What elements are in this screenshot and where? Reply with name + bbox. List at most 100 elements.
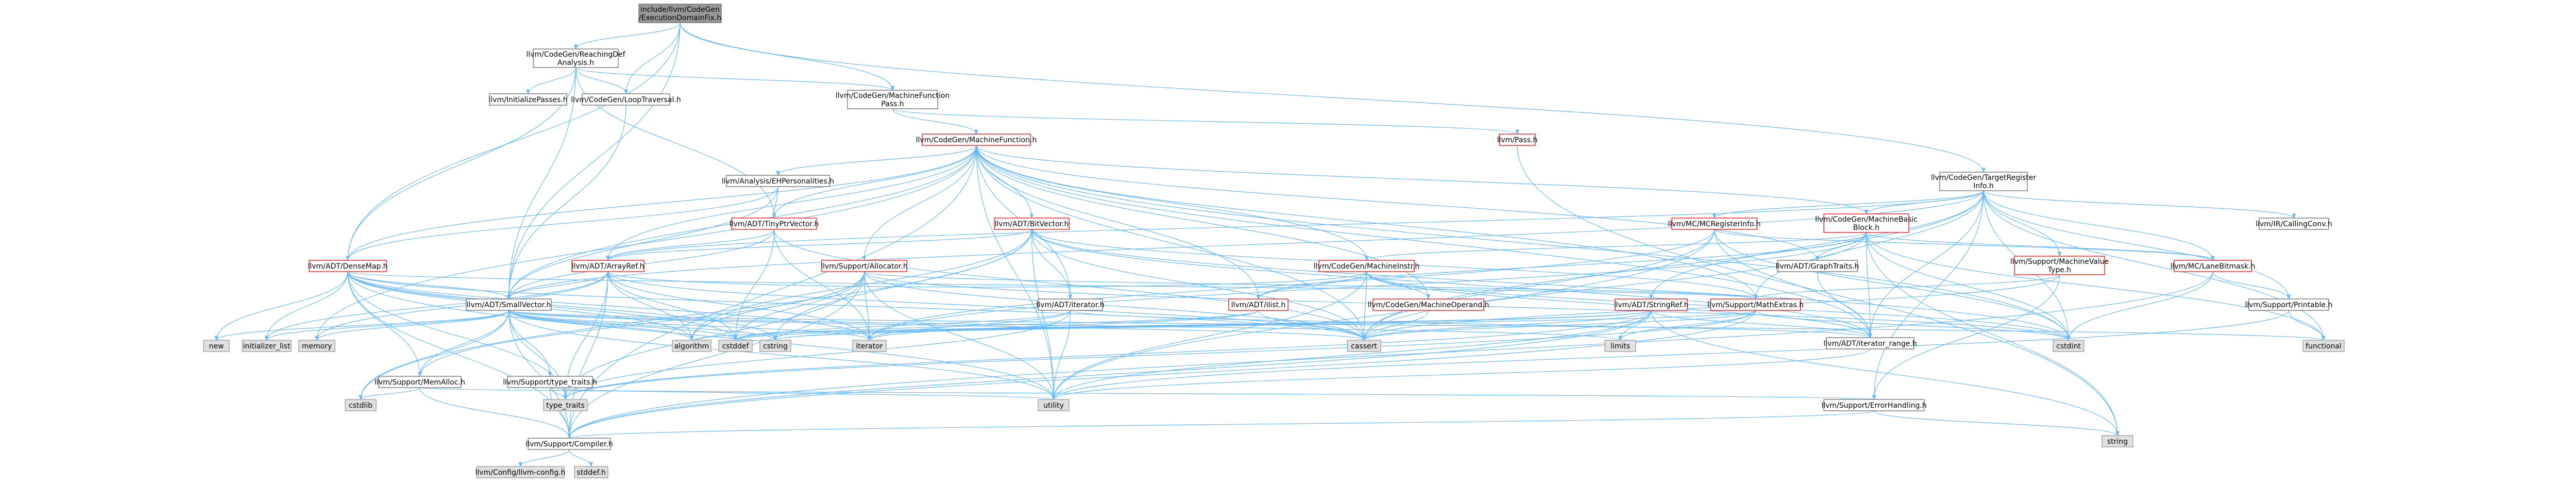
node-typetraits: type_traits xyxy=(543,399,588,411)
node-adtiterator[interactable]: llvm/ADT/iterator.h xyxy=(1036,298,1105,311)
edge-mf-to-allocator xyxy=(862,145,977,261)
node-bitvector[interactable]: llvm/ADT/BitVector.h xyxy=(994,218,1070,230)
edge-minstr-to-ilist xyxy=(1256,271,1367,299)
edge-stringref-to-typetraits xyxy=(563,310,1652,400)
node-typetraits_h[interactable]: llvm/Support/type_traits.h xyxy=(503,376,597,388)
node-minstr[interactable]: llvm/CodeGen/MachineInstr.h xyxy=(1314,260,1420,272)
node-cassert: cassert xyxy=(1347,340,1381,352)
node-printable[interactable]: llvm/Support/Printable.h xyxy=(2245,298,2333,311)
node-root[interactable]: include/llvm/CodeGen/ExecutionDomainFix.… xyxy=(638,4,722,23)
edge-allocator-to-utility xyxy=(863,271,1056,400)
edge-tri-to-mathextras xyxy=(1753,190,1984,299)
edge-root-to-tri xyxy=(680,22,1986,173)
edge-stringref-to-cassert xyxy=(1362,310,1652,341)
node-box xyxy=(533,48,619,68)
edge-bitvector-to-iterrange xyxy=(1031,229,1872,338)
node-box xyxy=(1372,298,1484,311)
node-callconv[interactable]: llvm/IR/CallingConv.h xyxy=(2256,218,2332,230)
edge-iterrange-to-utility xyxy=(1052,348,1871,400)
edge-mf-to-densemap xyxy=(346,145,977,261)
edge-bitvector-to-cstdint xyxy=(1031,229,2071,341)
node-compiler[interactable]: llvm/Support/Compiler.h xyxy=(526,438,613,450)
edge-densemap-to-mathextras xyxy=(347,271,1757,299)
node-graphtraits[interactable]: llvm/ADT/GraphTraits.h xyxy=(1776,260,1859,272)
node-stringref[interactable]: llvm/ADT/StringRef.h xyxy=(1614,298,1689,311)
edge-allocator-to-mathextras xyxy=(863,271,1757,299)
node-initpasses[interactable]: llvm/InitializePasses.h xyxy=(488,93,568,106)
node-moperand[interactable]: llvm/CodeGen/MachineOperand.h xyxy=(1368,298,1489,311)
node-box xyxy=(922,134,1031,146)
node-label: cassert xyxy=(1351,342,1377,351)
node-box xyxy=(543,399,588,411)
edge-densemap-to-new xyxy=(214,271,348,341)
edge-printable-to-utility xyxy=(1052,310,2290,400)
edge-stringref-to-cstring xyxy=(773,310,1652,341)
node-mf[interactable]: llvm/CodeGen/MachineFunction.h xyxy=(916,134,1037,146)
node-label: memory xyxy=(302,342,332,351)
node-label: cstdint xyxy=(2056,342,2081,351)
edge-mf-to-minstr xyxy=(976,145,1369,261)
node-label: llvm/ADT/SmallVector.h xyxy=(467,301,551,309)
node-box xyxy=(1939,172,2028,191)
node-errorhandling[interactable]: llvm/Support/ErrorHandling.h xyxy=(1821,399,1927,411)
node-densemap[interactable]: llvm/ADT/DenseMap.h xyxy=(308,260,388,272)
edge-smallvector-to-new xyxy=(214,310,510,341)
node-label: llvm/Support/MathExtras.h xyxy=(1707,301,1804,309)
node-arrayref[interactable]: llvm/ADT/ArrayRef.h xyxy=(571,260,645,272)
node-ilist[interactable]: llvm/ADT/ilist.h xyxy=(1228,298,1289,311)
edge-mf-to-cassert xyxy=(976,145,1366,341)
node-box xyxy=(574,466,608,478)
node-box xyxy=(1826,337,1914,349)
edge-mcreg-to-lanebitmask xyxy=(1714,229,2215,261)
node-mcreg[interactable]: llvm/MC/MCRegisterInfo.h xyxy=(1668,218,1761,230)
node-box xyxy=(1499,134,1536,146)
node-lanebitmask[interactable]: llvm/MC/LaneBitmask.h xyxy=(2171,260,2256,272)
node-allocator[interactable]: llvm/Support/Allocator.h xyxy=(821,260,908,272)
edge-mf-to-iterrange xyxy=(976,145,1872,338)
edge-looptraversal-to-smallvector xyxy=(506,105,626,299)
edge-densemap-to-initlist xyxy=(264,271,348,341)
node-box xyxy=(2014,256,2105,275)
node-looptraversal[interactable]: llvm/CodeGen/LoopTraversal.h xyxy=(571,93,681,106)
node-cstdint: cstdint xyxy=(2053,340,2084,352)
node-mathextras[interactable]: llvm/Support/MathExtras.h xyxy=(1707,298,1804,311)
node-label: llvm/CodeGen/MachineFunction.h xyxy=(916,136,1037,144)
edge-minstr-to-utility xyxy=(1052,271,1367,400)
edge-reachingdef-to-smallvector xyxy=(506,67,577,299)
node-box xyxy=(1604,340,1636,352)
node-tinyptr[interactable]: llvm/ADT/TinyPtrVector.h xyxy=(730,218,819,230)
edge-bitvector-to-cstring xyxy=(773,229,1032,341)
edge-compiler-to-llvmconfig xyxy=(518,449,570,467)
edge-stringref-to-utility xyxy=(1052,310,1652,400)
node-utility: utility xyxy=(1038,399,1070,411)
node-label: functional xyxy=(2306,342,2342,351)
edge-tinyptr-to-arrayref xyxy=(606,229,775,261)
edge-tri-to-stringref xyxy=(1649,190,1984,299)
node-string: string xyxy=(2102,435,2133,447)
node-iterrange[interactable]: llvm/ADT/iterator_range.h xyxy=(1823,337,1917,349)
node-memalloc[interactable]: llvm/Support/MemAlloc.h xyxy=(375,376,465,388)
node-initlist: initializer_list xyxy=(242,340,292,352)
node-label: llvm/Support/MachineValue xyxy=(2010,258,2109,266)
edge-lanebitmask-to-printable xyxy=(2212,271,2291,299)
node-ehpers[interactable]: llvm/Analysis/EHPersonalities.h xyxy=(722,175,834,187)
edge-mf-to-mbb xyxy=(976,145,1869,214)
node-cstring: cstring xyxy=(759,340,791,352)
edge-mfpass-to-mf xyxy=(892,108,978,135)
node-box xyxy=(726,175,830,187)
node-label: type_traits xyxy=(546,402,585,410)
node-label: llvm/ADT/iterator_range.h xyxy=(1823,340,1917,348)
edge-adtiterator-to-iterator xyxy=(867,310,1071,341)
edge-smallvector-to-limits xyxy=(508,310,1622,341)
node-box xyxy=(2053,340,2084,352)
node-label: llvm/CodeGen/MachineInstr.h xyxy=(1314,262,1420,271)
node-box xyxy=(2259,218,2329,230)
node-smallvector[interactable]: llvm/ADT/SmallVector.h xyxy=(466,298,552,311)
node-pass[interactable]: llvm/Pass.h xyxy=(1497,134,1538,146)
